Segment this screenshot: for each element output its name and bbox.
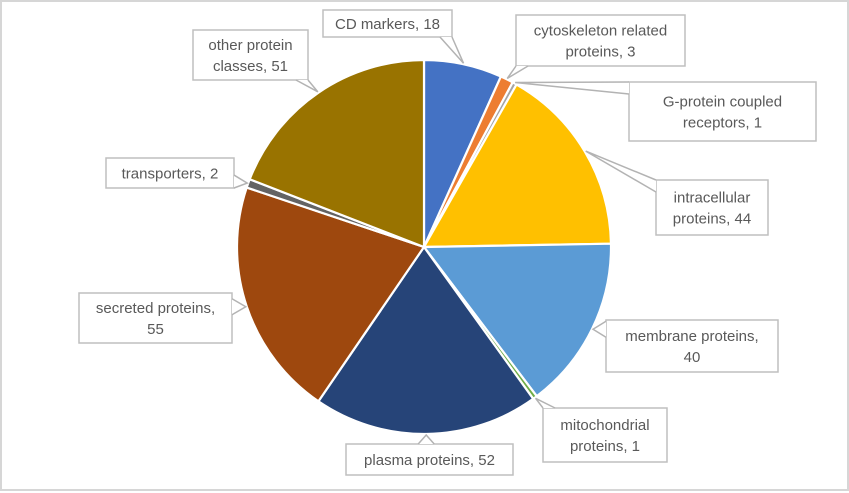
data-label-box-gpcr xyxy=(628,81,817,142)
data-label-leader-secreted xyxy=(231,298,248,316)
data-label-cd-markers: CD markers, 18 xyxy=(322,9,465,64)
data-label-text-membrane-line2: 40 xyxy=(684,349,701,366)
data-label-secreted: secreted proteins, 55 xyxy=(78,292,248,344)
data-label-membrane: membrane proteins, 40 xyxy=(591,319,779,373)
data-label-text-cd-markers-line1: CD markers, 18 xyxy=(335,16,440,33)
data-label-text-plasma-line1: plasma proteins, 52 xyxy=(364,452,495,469)
data-label-box-intracellular xyxy=(655,179,769,236)
data-label-box-mitochondrial xyxy=(542,407,668,463)
data-label-other: other protein classes, 51 xyxy=(192,29,319,93)
data-label-text-cytoskeleton-line2: proteins, 3 xyxy=(565,44,635,61)
data-label-leader-transporters xyxy=(233,174,249,189)
data-label-text-intracellular-line1: intracellular xyxy=(674,190,751,207)
data-label-text-mitochondrial-line2: proteins, 1 xyxy=(570,438,640,455)
pie-slice-secreted xyxy=(235,186,426,403)
data-label-text-intracellular-line2: proteins, 44 xyxy=(673,211,751,228)
data-label-text-transporters-line1: transporters, 2 xyxy=(122,166,219,183)
data-label-leader-intracellular xyxy=(585,150,657,193)
data-label-leader-other xyxy=(295,79,319,93)
data-label-text-gpcr-line1: G-protein coupled xyxy=(663,94,782,111)
data-label-leader-mitochondrial xyxy=(534,397,556,409)
data-label-box-plasma xyxy=(345,443,514,476)
data-label-box-membrane xyxy=(605,319,779,373)
data-label-text-membrane-line1: membrane proteins, xyxy=(625,328,758,345)
data-label-mitochondrial: mitochondrial proteins, 1 xyxy=(534,397,668,463)
data-label-text-other-line1: other protein xyxy=(208,37,292,54)
pie-slice-intracellular xyxy=(422,83,613,249)
data-label-leader-membrane xyxy=(591,320,607,338)
data-label-box-cd-markers xyxy=(322,9,453,38)
data-label-text-mitochondrial-line1: mitochondrial xyxy=(560,417,649,434)
data-label-transporters: transporters, 2 xyxy=(105,157,249,189)
data-label-leader-plasma xyxy=(417,433,435,445)
pie-slice-other xyxy=(248,58,426,249)
data-label-text-gpcr-line2: receptors, 1 xyxy=(683,115,762,132)
data-label-text-cytoskeleton-line1: cytoskeleton related xyxy=(534,23,667,40)
data-label-box-secreted xyxy=(78,292,233,344)
data-label-leader-cytoskeleton xyxy=(506,65,529,80)
data-label-leader-cd-markers xyxy=(439,36,465,64)
data-label-text-secreted-line1: secreted proteins, xyxy=(96,300,215,317)
data-label-plasma: plasma proteins, 52 xyxy=(345,433,514,476)
data-label-leader-gpcr xyxy=(515,81,630,95)
data-label-cytoskeleton: cytoskeleton related proteins, 3 xyxy=(506,14,686,80)
data-label-box-transporters xyxy=(105,157,235,189)
data-label-intracellular: intracellular proteins, 44 xyxy=(585,150,769,236)
data-label-text-other-line2: classes, 51 xyxy=(213,58,288,75)
data-label-gpcr: G-protein coupled receptors, 1 xyxy=(515,81,817,142)
data-label-box-cytoskeleton xyxy=(515,14,686,67)
data-label-text-secreted-line2: 55 xyxy=(147,321,164,338)
data-label-box-other xyxy=(192,29,309,81)
pie-slice-membrane xyxy=(421,242,613,398)
